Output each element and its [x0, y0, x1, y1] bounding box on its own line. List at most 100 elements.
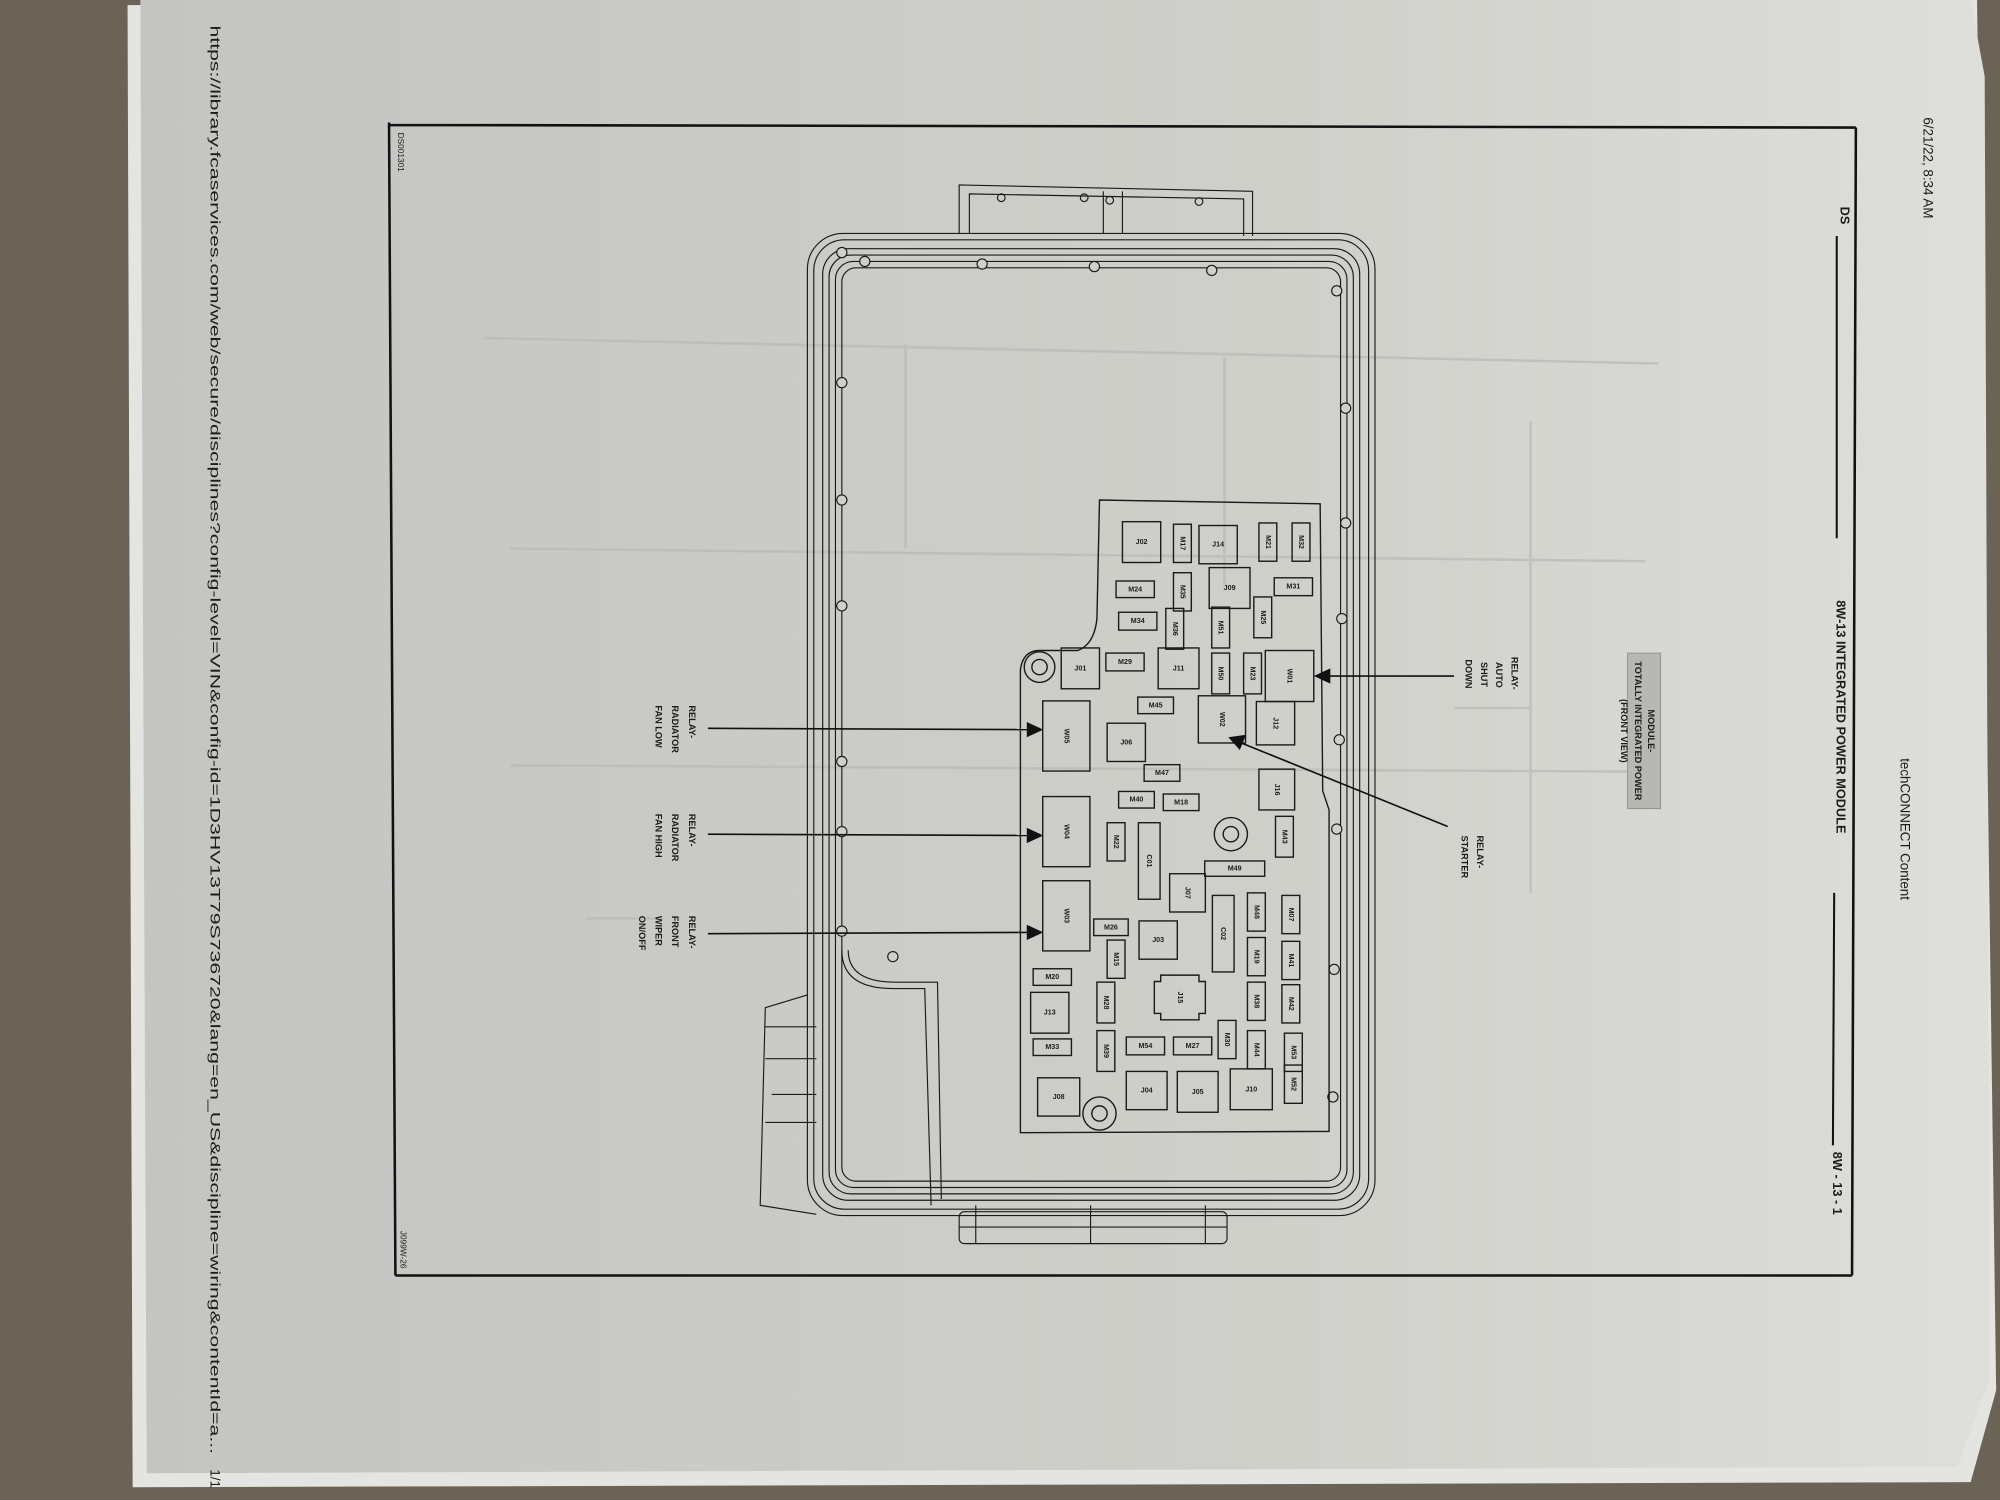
component-label: M21	[1264, 535, 1272, 549]
component-label: M36	[1171, 622, 1179, 636]
callout-label-line: RELAY-	[1509, 657, 1519, 690]
component-m42: M42	[1281, 983, 1301, 1024]
component-outline	[1273, 577, 1314, 597]
footer-right-code: J099W-26	[399, 1231, 409, 1269]
component-j10: J10	[1229, 1068, 1274, 1111]
power-module-housing	[759, 184, 1376, 1245]
callout-label-line: ON/OFF	[637, 916, 647, 951]
page-number: 8W - 13 - 1	[1830, 1152, 1845, 1215]
housing-clip-icon	[1331, 285, 1343, 297]
mounting-hole-inner	[1091, 1105, 1108, 1122]
component-m31: M31	[1273, 577, 1314, 597]
component-label: J15	[1176, 992, 1184, 1004]
component-m45: M45	[1137, 696, 1175, 715]
component-j04: J04	[1125, 1070, 1168, 1111]
component-label: M50	[1217, 667, 1225, 681]
component-m51: M51	[1211, 606, 1231, 649]
component-label: J04	[1141, 1087, 1153, 1095]
component-outline	[1060, 647, 1101, 690]
component-outline	[1093, 918, 1129, 937]
component-outline	[1042, 880, 1091, 952]
component-outline	[1032, 1038, 1073, 1057]
component-outline	[1168, 873, 1207, 913]
component-j01: J01	[1060, 647, 1101, 690]
component-label: M42	[1287, 997, 1295, 1011]
callout-fan-high: RELAY- RADIATOR FAN HIGH	[654, 814, 1044, 862]
housing-clip-icon	[1333, 734, 1345, 746]
component-label: J10	[1245, 1085, 1257, 1093]
component-label: M24	[1128, 585, 1142, 593]
component-label: J08	[1053, 1093, 1065, 1101]
component-label: M40	[1130, 796, 1144, 804]
component-m47: M47	[1143, 763, 1181, 782]
arrowhead	[1026, 924, 1044, 941]
component-outline	[1106, 939, 1126, 980]
component-m50: M50	[1211, 652, 1231, 695]
mounting-hole-inner	[1222, 825, 1240, 843]
arrowhead	[1026, 721, 1044, 738]
component-outline	[1283, 1064, 1303, 1105]
mounting-hole	[1082, 1096, 1117, 1131]
component-m21: M21	[1258, 522, 1278, 562]
housing-clip-icon	[1206, 264, 1218, 277]
component-label: M35	[1178, 585, 1186, 599]
component-j15: J15	[1153, 974, 1207, 1021]
component-m34: M34	[1117, 611, 1158, 631]
housing-clip-icon	[836, 246, 848, 259]
component-label: J06	[1120, 738, 1132, 746]
component-label: M49	[1228, 865, 1242, 873]
component-c01: C01	[1137, 822, 1161, 900]
arrowhead	[1026, 827, 1044, 844]
caption-highlight	[1627, 652, 1662, 810]
component-label: M33	[1045, 1043, 1059, 1051]
component-label: M54	[1138, 1042, 1152, 1050]
component-outline	[1246, 981, 1267, 1022]
component-m52: M52	[1283, 1064, 1303, 1105]
component-label: M28	[1102, 996, 1110, 1010]
housing-clip-icon	[1327, 1091, 1339, 1103]
caption-line-1: MODULE-	[1646, 709, 1656, 752]
module-board-outline	[1019, 499, 1330, 1134]
component-outline	[1105, 652, 1145, 672]
component-outline	[1253, 596, 1273, 639]
component-label: M18	[1174, 798, 1188, 806]
callout-starter: RELAY- STARTER	[1228, 734, 1485, 878]
caption-line-2: TOTALLY INTEGRATED POWER	[1633, 661, 1643, 800]
component-outline	[1258, 522, 1278, 562]
component-outline	[1153, 974, 1207, 1021]
component-m23: M23	[1242, 652, 1263, 695]
callout-label-line: DOWN	[1464, 659, 1474, 688]
component-label: M15	[1112, 952, 1120, 966]
component-label: M43	[1280, 830, 1288, 844]
arrowhead	[1228, 734, 1247, 750]
component-outline	[1274, 815, 1295, 858]
component-label: M26	[1104, 923, 1118, 931]
component-m29: M29	[1105, 652, 1145, 672]
component-m38: M38	[1246, 981, 1267, 1022]
component-outline	[1117, 611, 1158, 631]
component-outline	[1032, 968, 1073, 987]
callout-wiper: RELAY- FRONT WIPER ON/OFF	[637, 916, 1044, 951]
section-code: DS	[1838, 207, 1853, 225]
component-label: J16	[1273, 784, 1281, 796]
component-m41: M41	[1281, 940, 1301, 981]
mounting-hole-inner	[1031, 658, 1048, 676]
component-outline	[1281, 983, 1301, 1024]
housing-clip-icon	[1328, 963, 1340, 976]
housing-clip-icon	[836, 755, 848, 768]
component-m28: M28	[1096, 981, 1116, 1024]
component-w05: W05	[1042, 700, 1091, 772]
component-label: W02	[1218, 712, 1226, 727]
component-label: J05	[1192, 1088, 1204, 1096]
component-label: M30	[1223, 1033, 1231, 1047]
callout-label-line: RADIATOR	[670, 814, 680, 862]
component-label: M52	[1289, 1077, 1297, 1091]
component-outline	[1042, 700, 1091, 772]
print-url: https://library.fcaservices.com/web/secu…	[207, 26, 222, 1455]
component-label: J14	[1212, 541, 1224, 549]
housing-clip-icon	[1331, 823, 1343, 835]
component-label: W01	[1286, 669, 1294, 684]
bleed-through-ghost-lines	[484, 336, 1659, 920]
component-label: J12	[1272, 717, 1280, 729]
